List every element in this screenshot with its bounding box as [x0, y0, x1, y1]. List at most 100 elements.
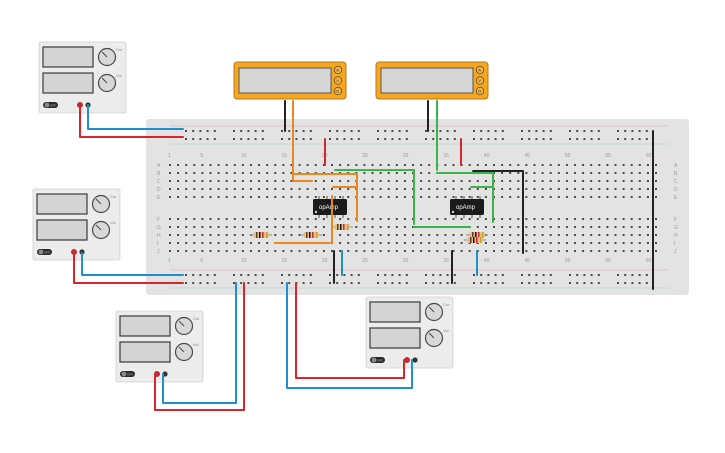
- breadboard-hole[interactable]: [614, 226, 617, 228]
- breadboard-hole[interactable]: [169, 172, 171, 174]
- breadboard-hole[interactable]: [347, 180, 350, 182]
- breadboard-hole[interactable]: [541, 196, 544, 198]
- breadboard-hole[interactable]: [460, 242, 463, 244]
- breadboard-hole[interactable]: [428, 242, 431, 244]
- breadboard-hole[interactable]: [240, 130, 243, 132]
- breadboard-hole[interactable]: [630, 180, 633, 182]
- breadboard-hole[interactable]: [322, 234, 325, 236]
- breadboard-hole[interactable]: [355, 250, 358, 252]
- breadboard-hole[interactable]: [398, 130, 401, 132]
- breadboard-hole[interactable]: [542, 282, 545, 284]
- breadboard-hole[interactable]: [274, 164, 277, 166]
- breadboard-hole[interactable]: [347, 164, 350, 166]
- breadboard-hole[interactable]: [460, 234, 463, 236]
- breadboard-hole[interactable]: [432, 138, 435, 140]
- breadboard-hole[interactable]: [355, 242, 358, 244]
- breadboard-hole[interactable]: [614, 196, 617, 198]
- breadboard-hole[interactable]: [597, 130, 600, 132]
- breadboard-hole[interactable]: [517, 250, 520, 252]
- breadboard-hole[interactable]: [528, 274, 531, 276]
- breadboard-hole[interactable]: [622, 242, 625, 244]
- breadboard-hole[interactable]: [290, 234, 293, 236]
- breadboard-hole[interactable]: [306, 196, 309, 198]
- breadboard-hole[interactable]: [295, 130, 298, 132]
- breadboard-hole[interactable]: [193, 242, 196, 244]
- breadboard-hole[interactable]: [631, 130, 634, 132]
- breadboard-hole[interactable]: [598, 188, 601, 190]
- breadboard-hole[interactable]: [521, 130, 523, 132]
- breadboard-hole[interactable]: [549, 164, 552, 166]
- breadboard-hole[interactable]: [185, 226, 188, 228]
- breadboard-hole[interactable]: [266, 196, 269, 198]
- breadboard-hole[interactable]: [549, 250, 552, 252]
- top-rail-row-2[interactable]: [185, 138, 648, 140]
- breadboard-hole[interactable]: [446, 274, 449, 276]
- breadboard-hole[interactable]: [468, 218, 471, 220]
- breadboard-hole[interactable]: [339, 188, 342, 190]
- breadboard-hole[interactable]: [444, 180, 447, 182]
- breadboard-hole[interactable]: [209, 234, 212, 236]
- breadboard-hole[interactable]: [476, 180, 479, 182]
- breadboard-hole[interactable]: [420, 188, 423, 190]
- breadboard-hole[interactable]: [209, 218, 212, 220]
- breadboard-hole[interactable]: [250, 196, 252, 198]
- wire[interactable]: [79, 104, 184, 138]
- breadboard-hole[interactable]: [217, 234, 220, 236]
- breadboard-hole[interactable]: [565, 234, 568, 236]
- breadboard-hole[interactable]: [217, 188, 220, 190]
- breadboard-hole[interactable]: [480, 282, 483, 284]
- breadboard-hole[interactable]: [533, 196, 536, 198]
- terminal-row-I[interactable]: [169, 242, 657, 244]
- breadboard-hole[interactable]: [217, 226, 220, 228]
- breadboard-hole[interactable]: [363, 188, 366, 190]
- breadboard-hole[interactable]: [541, 172, 544, 174]
- breadboard-hole[interactable]: [343, 138, 346, 140]
- breadboard-hole[interactable]: [420, 242, 423, 244]
- breadboard-hole[interactable]: [645, 138, 648, 140]
- breadboard-hole[interactable]: [598, 196, 601, 198]
- breadboard-hole[interactable]: [177, 226, 180, 228]
- breadboard-hole[interactable]: [322, 188, 325, 190]
- breadboard-hole[interactable]: [420, 164, 423, 166]
- breadboard-hole[interactable]: [295, 274, 298, 276]
- breadboard-hole[interactable]: [384, 130, 387, 132]
- breadboard-hole[interactable]: [582, 242, 585, 244]
- breadboard-hole[interactable]: [569, 274, 571, 276]
- breadboard-hole[interactable]: [258, 218, 261, 220]
- breadboard-hole[interactable]: [655, 172, 657, 174]
- breadboard-hole[interactable]: [233, 172, 236, 174]
- breadboard-hole[interactable]: [645, 130, 648, 132]
- breadboard-hole[interactable]: [590, 172, 593, 174]
- breadboard-hole[interactable]: [339, 196, 342, 198]
- breadboard-hole[interactable]: [201, 250, 204, 252]
- chip-body[interactable]: [313, 199, 347, 215]
- breadboard-hole[interactable]: [468, 188, 471, 190]
- breadboard-hole[interactable]: [484, 188, 487, 190]
- breadboard-hole[interactable]: [452, 234, 455, 236]
- breadboard-hole[interactable]: [250, 218, 252, 220]
- breadboard-hole[interactable]: [240, 282, 243, 284]
- breadboard-hole[interactable]: [241, 218, 244, 220]
- breadboard-hole[interactable]: [254, 130, 257, 132]
- breadboard-hole[interactable]: [590, 226, 593, 228]
- breadboard-hole[interactable]: [509, 196, 512, 198]
- breadboard-hole[interactable]: [233, 226, 236, 228]
- breadboard-hole[interactable]: [622, 172, 625, 174]
- breadboard-hole[interactable]: [371, 164, 374, 166]
- breadboard-hole[interactable]: [501, 274, 504, 276]
- breadboard-hole[interactable]: [533, 242, 536, 244]
- breadboard-hole[interactable]: [646, 180, 649, 182]
- breadboard-hole[interactable]: [574, 164, 576, 166]
- breadboard-hole[interactable]: [193, 196, 196, 198]
- breadboard-hole[interactable]: [452, 218, 455, 220]
- breadboard-hole[interactable]: [403, 172, 406, 174]
- breadboard-hole[interactable]: [590, 138, 593, 140]
- breadboard-hole[interactable]: [528, 138, 531, 140]
- breadboard-hole[interactable]: [185, 242, 188, 244]
- breadboard-hole[interactable]: [250, 188, 252, 190]
- resistor[interactable]: [331, 224, 353, 230]
- breadboard-hole[interactable]: [509, 172, 512, 174]
- breadboard-hole[interactable]: [453, 138, 456, 140]
- breadboard-hole[interactable]: [614, 242, 617, 244]
- breadboard-hole[interactable]: [355, 234, 358, 236]
